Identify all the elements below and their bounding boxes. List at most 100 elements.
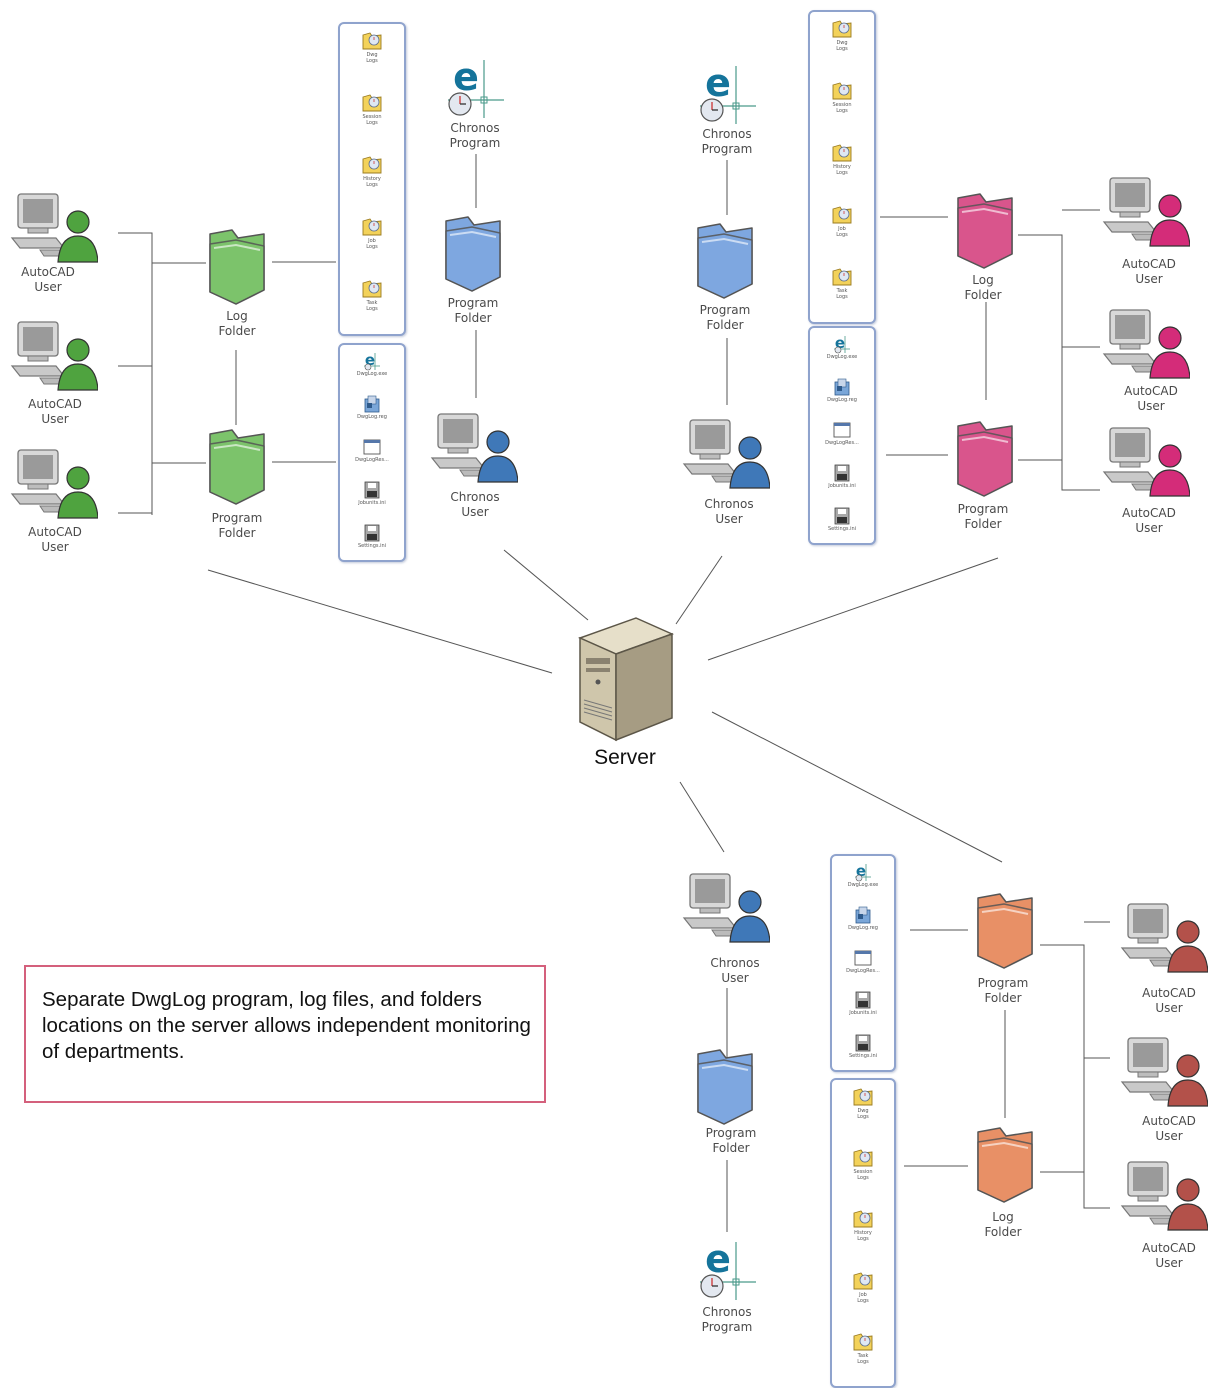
- floppy-icon: [810, 463, 874, 483]
- autocad-user-icon[interactable]: [10, 192, 99, 268]
- program-folder-icon[interactable]: [694, 222, 756, 304]
- program-file-item[interactable]: Jobunits.ini: [340, 480, 404, 506]
- autocad-user-icon[interactable]: [1120, 1036, 1209, 1112]
- chronos-program-icon[interactable]: e: [446, 55, 506, 126]
- svg-text:e: e: [365, 351, 375, 369]
- autocad-user-icon[interactable]: [1120, 902, 1209, 978]
- program-file-item[interactable]: Settings.ini: [810, 506, 874, 532]
- log-folder-icon: [340, 154, 404, 176]
- chronos-user-icon[interactable]: [682, 418, 771, 494]
- log-folder-icon: [810, 142, 874, 164]
- file-item-label: Settings.ini: [357, 543, 387, 549]
- chronos-program-icon[interactable]: e: [698, 1237, 758, 1308]
- floppy-icon: [832, 1033, 894, 1053]
- log-folder-icon[interactable]: [954, 192, 1016, 274]
- window-icon: [810, 420, 874, 440]
- program-file-item[interactable]: DwgLogRes...: [832, 948, 894, 974]
- connector: [118, 232, 206, 515]
- floppy-icon: [832, 990, 894, 1010]
- app-icon: e: [810, 334, 874, 354]
- connector: [1018, 209, 1100, 491]
- file-item-label: Jobunits.ini: [358, 500, 386, 506]
- log-folder-icon: [810, 18, 874, 40]
- connector: [503, 549, 589, 621]
- window-icon: [340, 437, 404, 457]
- program-file-item[interactable]: DwgLogRes...: [810, 420, 874, 446]
- program-folder-icon[interactable]: [954, 420, 1016, 502]
- log-folder-icon[interactable]: [206, 228, 268, 310]
- chronos-user-icon[interactable]: [682, 872, 771, 948]
- autocad-user-icon[interactable]: [1102, 426, 1191, 502]
- program-folder-icon[interactable]: [974, 892, 1036, 974]
- autocad-user-icon[interactable]: [1102, 176, 1191, 252]
- note-box: Separate DwgLog program, log files, and …: [24, 965, 546, 1103]
- connector: [679, 781, 725, 853]
- program-file-item[interactable]: DwgLog.reg: [832, 905, 894, 931]
- log-folder-icon[interactable]: [974, 1126, 1036, 1208]
- program-folder-icon[interactable]: [206, 428, 268, 510]
- program-folder-icon[interactable]: [694, 1048, 756, 1130]
- program-file-item[interactable]: DwgLog.reg: [340, 394, 404, 420]
- log-folder-icon: [832, 1086, 894, 1108]
- program-file-item[interactable]: Settings.ini: [340, 523, 404, 549]
- server-icon[interactable]: [574, 612, 678, 746]
- connector: [711, 711, 1003, 863]
- autocad-user-icon[interactable]: [10, 448, 99, 524]
- log-folder-icon: [832, 1331, 894, 1353]
- file-item-label: Jobunits.ini: [828, 483, 856, 489]
- chronos-program-icon[interactable]: e: [698, 61, 758, 132]
- program-file-item[interactable]: Jobunits.ini: [832, 990, 894, 1016]
- program-file-item[interactable]: DwgLog.reg: [810, 377, 874, 403]
- autocad-user-icon[interactable]: [10, 320, 99, 396]
- connector: [880, 216, 987, 456]
- file-item-label: DwgLogRes...: [825, 440, 859, 446]
- autocad-user-icon[interactable]: [1102, 308, 1191, 384]
- autocad-user-icon[interactable]: [1120, 1160, 1209, 1236]
- log-folder-icon: [832, 1270, 894, 1292]
- log-folder-icon: [340, 30, 404, 52]
- file-item-label: DwgLogRes...: [846, 967, 880, 974]
- floppy-icon: [810, 506, 874, 526]
- app-icon: e: [340, 351, 404, 371]
- program-file-item[interactable]: Settings.ini: [832, 1033, 894, 1059]
- file-item-label: DwgLog.reg: [357, 414, 387, 420]
- connector: [904, 929, 1006, 1167]
- chronos-user-icon[interactable]: [430, 412, 519, 488]
- program-folder-icon[interactable]: [442, 215, 504, 297]
- program-file-item[interactable]: Jobunits.ini: [810, 463, 874, 489]
- connector: [675, 555, 723, 625]
- program-file-item[interactable]: DwgLogRes...: [340, 437, 404, 463]
